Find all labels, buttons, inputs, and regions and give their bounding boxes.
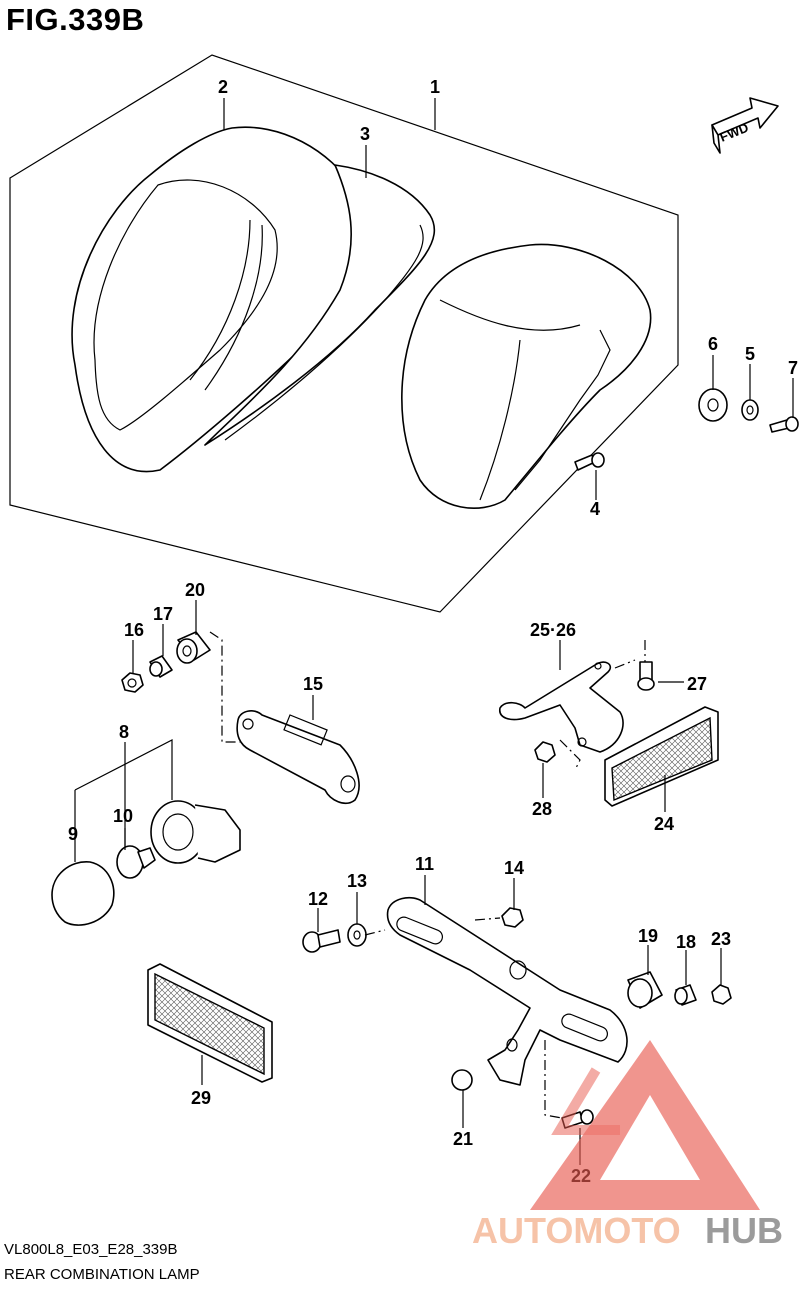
callout-9: 9 bbox=[68, 824, 78, 844]
part-17-collar bbox=[149, 655, 173, 678]
lens-assembly bbox=[401, 243, 652, 509]
callout-13: 13 bbox=[347, 871, 367, 891]
callout-17: 17 bbox=[153, 604, 173, 624]
callout-12: 12 bbox=[308, 889, 328, 909]
part-12-bolt bbox=[302, 929, 341, 953]
callout-4: 4 bbox=[590, 499, 600, 519]
callout-7: 7 bbox=[788, 358, 798, 378]
callout-11: 11 bbox=[415, 854, 434, 874]
part-9-lens bbox=[51, 861, 115, 926]
callout-10: 10 bbox=[113, 806, 133, 826]
callout-29: 29 bbox=[191, 1088, 211, 1108]
callout-6: 6 bbox=[708, 334, 718, 354]
part-28-nut bbox=[534, 741, 556, 763]
callout-20: 20 bbox=[185, 580, 205, 600]
part-23-nut bbox=[711, 984, 732, 1005]
callout-25-26: 25·26 bbox=[530, 620, 576, 640]
model-code: VL800L8_E03_E28_339B bbox=[4, 1241, 178, 1258]
callout-24: 24 bbox=[654, 814, 674, 834]
part-4-screw bbox=[574, 452, 605, 471]
fwd-arrow-icon: FWD bbox=[711, 97, 779, 154]
callout-2: 2 bbox=[218, 77, 228, 97]
part-3-gasket bbox=[204, 164, 436, 446]
assembly-outline bbox=[9, 54, 679, 613]
watermark-text-a: AUTOMOTO bbox=[472, 1210, 681, 1251]
watermark-text-b: HUB bbox=[705, 1210, 783, 1251]
callout-16: 16 bbox=[124, 620, 144, 640]
part-29-reflector bbox=[147, 963, 273, 1083]
part-2-housing bbox=[71, 126, 363, 473]
part-24-reflector bbox=[604, 706, 719, 807]
callout-27: 27 bbox=[687, 674, 707, 694]
callout-1: 1 bbox=[430, 77, 440, 97]
part-7-screw bbox=[769, 416, 799, 433]
part-8-socket bbox=[150, 800, 241, 864]
callout-23: 23 bbox=[711, 929, 731, 949]
part-15-bracket bbox=[236, 710, 360, 805]
part-18-collar bbox=[674, 984, 697, 1006]
part-25-26-bracket bbox=[499, 661, 624, 753]
callout-28: 28 bbox=[532, 799, 552, 819]
callout-15: 15 bbox=[303, 674, 323, 694]
part-27-bolt bbox=[637, 661, 655, 691]
callout-18: 18 bbox=[676, 932, 696, 952]
callout-labels: 1 2 3 4 5 6 7 8 9 10 11 12 13 14 15 16 1… bbox=[68, 77, 798, 1186]
part-19-grommet bbox=[627, 971, 663, 1009]
callout-21: 21 bbox=[453, 1129, 473, 1149]
callout-8: 8 bbox=[119, 722, 129, 742]
part-6-grommet bbox=[698, 388, 728, 422]
part-21-collar bbox=[451, 1069, 473, 1091]
figure-title: FIG.339B bbox=[6, 2, 145, 37]
leader-lines bbox=[124, 98, 794, 1165]
part-20-grommet bbox=[176, 631, 211, 664]
callout-19: 19 bbox=[638, 926, 658, 946]
callout-14: 14 bbox=[504, 858, 524, 878]
watermark-triangle-icon bbox=[530, 1040, 760, 1210]
part-16-nut bbox=[121, 672, 144, 693]
callout-5: 5 bbox=[745, 344, 755, 364]
part-10-bulb bbox=[116, 845, 156, 879]
part-11-bracket bbox=[386, 896, 628, 1086]
watermark-logo: AUTOMOTO HUB bbox=[472, 1040, 783, 1251]
callout-3: 3 bbox=[360, 124, 370, 144]
part-13-washer bbox=[347, 923, 367, 947]
part-5-washer bbox=[741, 399, 759, 421]
figure-name: REAR COMBINATION LAMP bbox=[4, 1266, 200, 1283]
part-14-nut bbox=[501, 907, 524, 928]
